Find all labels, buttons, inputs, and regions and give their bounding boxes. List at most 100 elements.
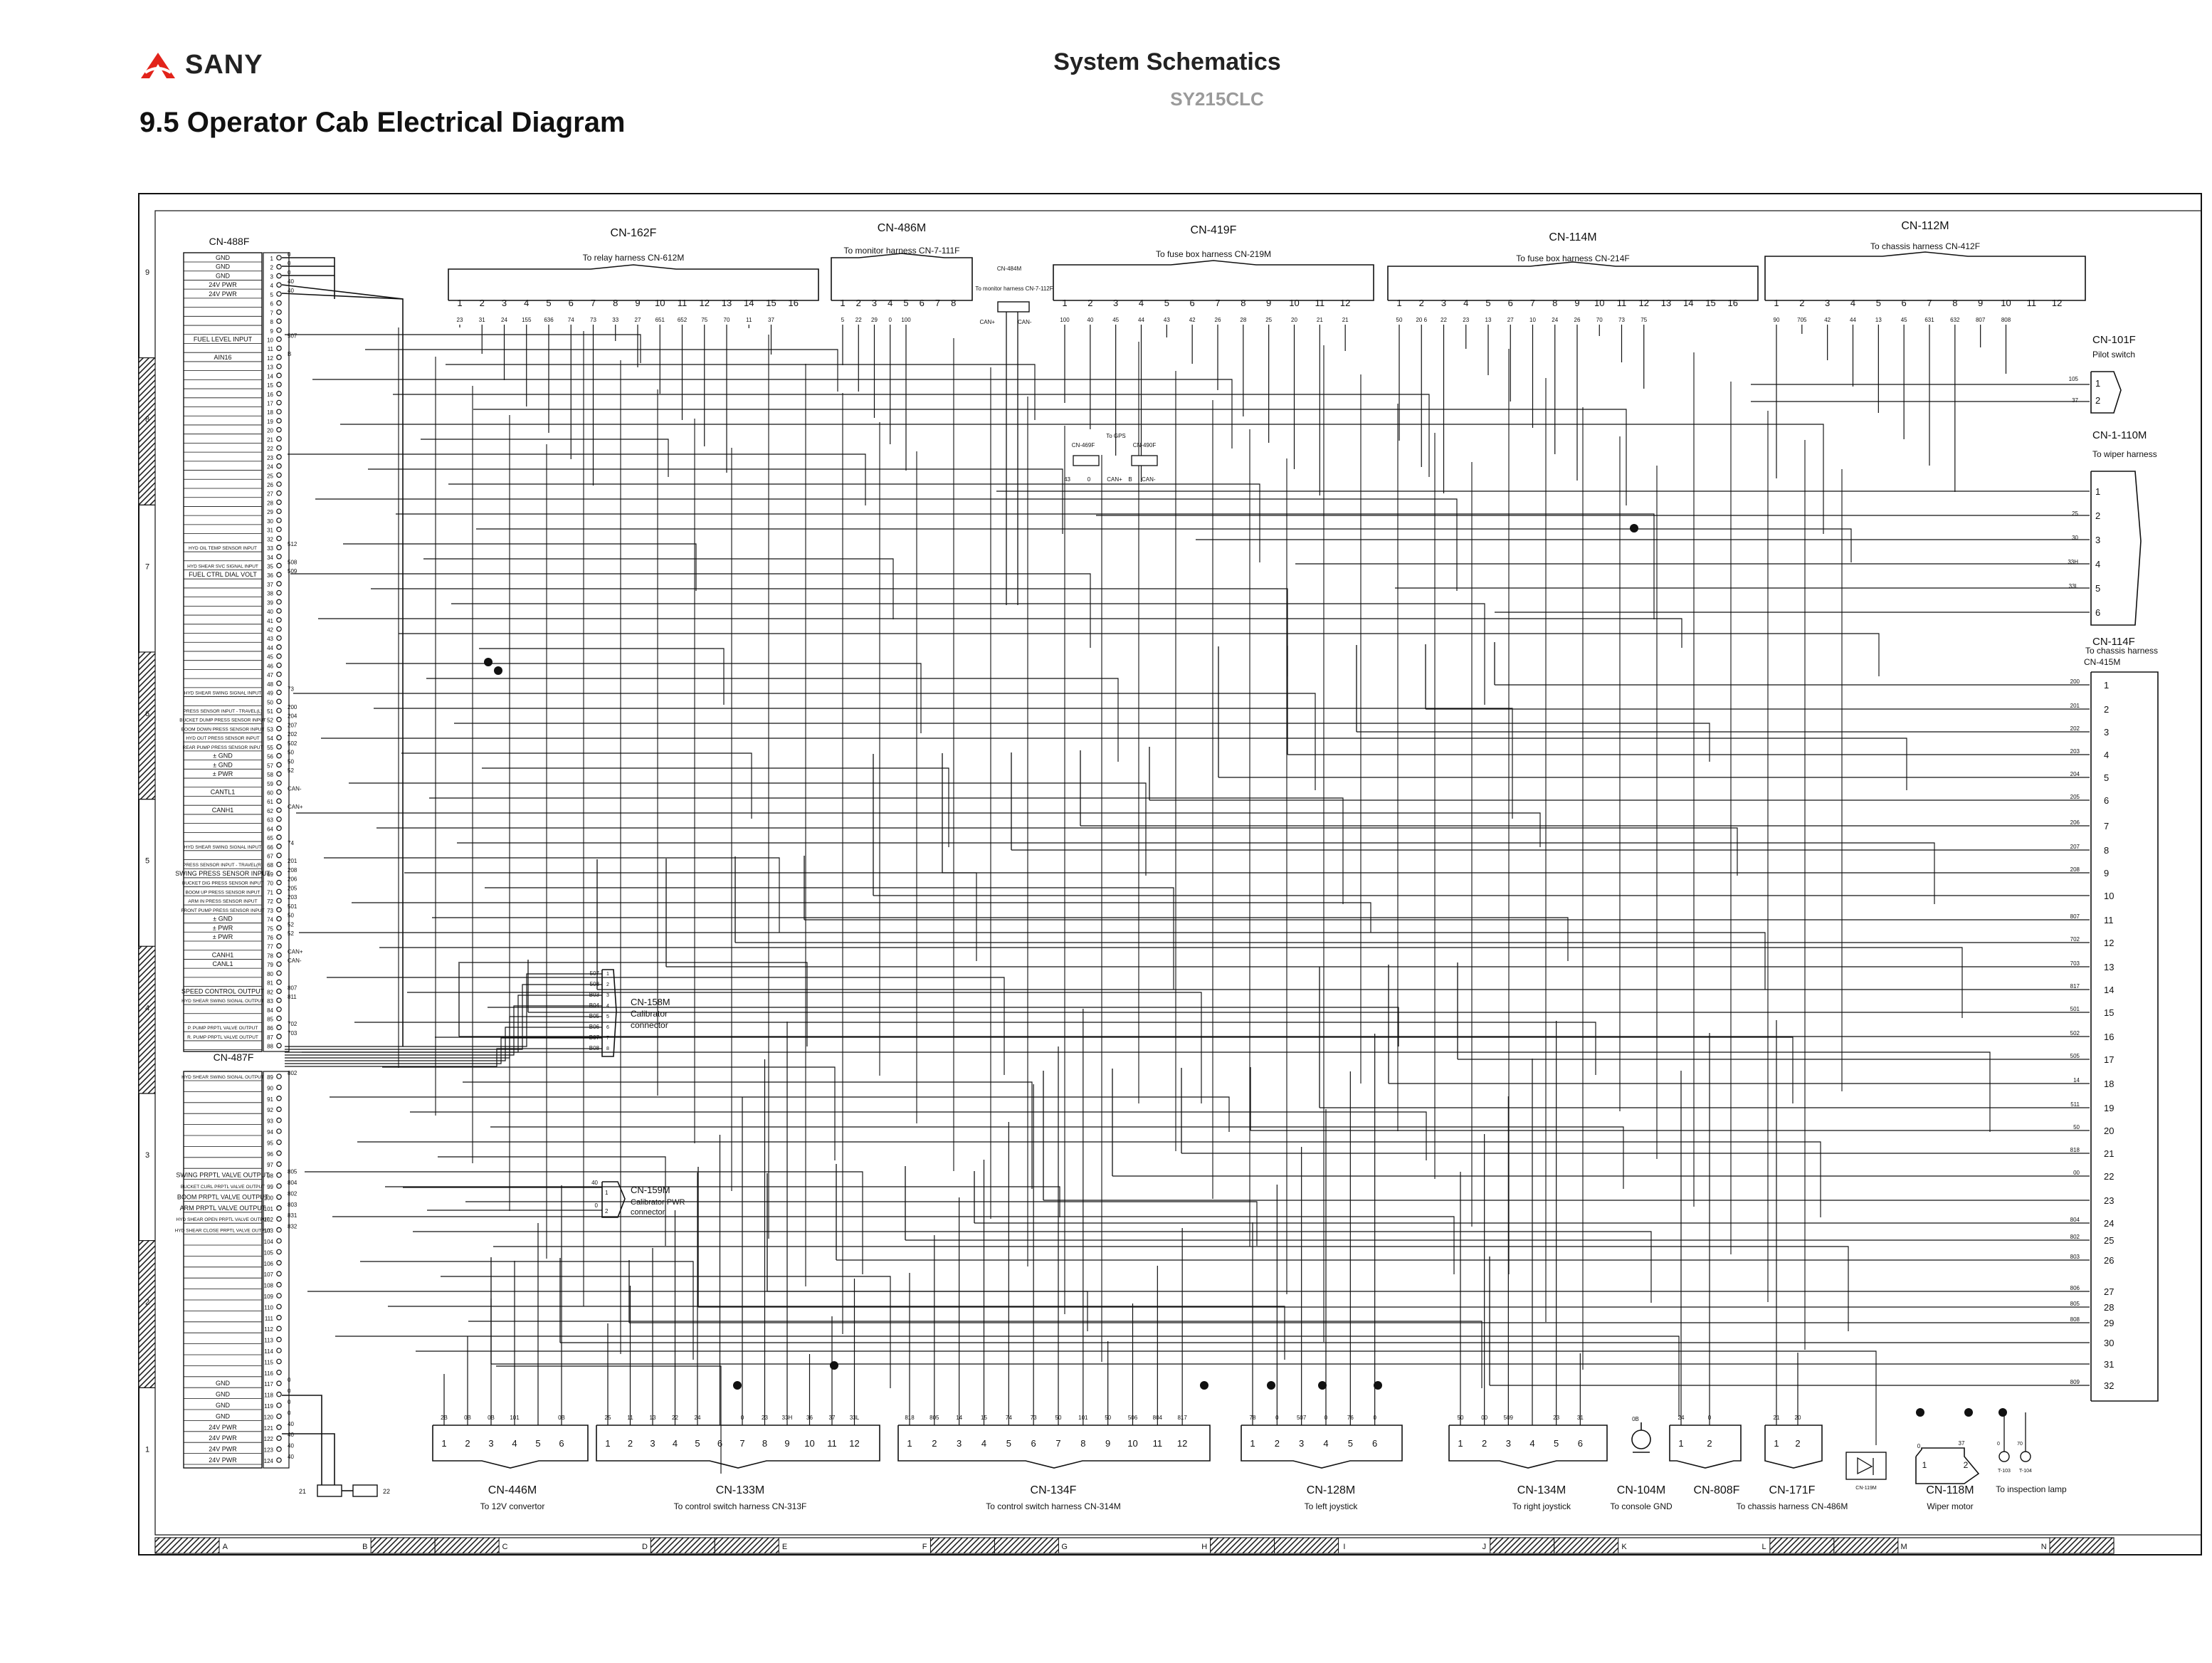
connector-pin-number: 16 (1728, 298, 1738, 308)
ecu-pin-terminal (276, 336, 282, 342)
harness-wire (318, 618, 1682, 648)
connector-wire-number: 37 (1959, 1440, 1965, 1447)
column-band-hatched (434, 1537, 500, 1554)
connector-label-cn-128m: CN-128M (1307, 1484, 1355, 1496)
connector-pin-number: 1 (2095, 486, 2100, 497)
ecu-wire-number: 703 (288, 1030, 297, 1037)
connector-label-cn114f: CN-114F (2092, 636, 2135, 648)
connector-pin-number: 9 (1105, 1438, 1110, 1449)
connector-pin-number: 10 (1289, 298, 1299, 308)
ecu-pin-number: 13 (267, 364, 273, 371)
ecu-wire-number: 40 (288, 288, 294, 294)
connector-wire-number: 20 6 (1416, 317, 1427, 323)
ecu-pin-terminal (276, 535, 282, 542)
connector-wire-number: 806 (2070, 1285, 2080, 1291)
ecu-pin-number: 84 (267, 1007, 273, 1014)
column-band-hatched (650, 1537, 715, 1554)
connector-wire-number: 33H (2068, 559, 2078, 565)
connector-desc-cn159m-cont: connector (631, 1208, 665, 1217)
connector-pin-number: 2 (1795, 1438, 1800, 1449)
connector-wire-number: CAN- (1018, 319, 1032, 325)
ecu-pin-terminal (276, 689, 282, 696)
connector-wire-number: 27 (635, 317, 641, 323)
sany-logo-icon (141, 52, 175, 78)
connector-wire-number: 74 (1006, 1415, 1012, 1421)
connector-pin-number: 8 (951, 298, 956, 308)
connector-pin-number: 5 (2104, 772, 2109, 783)
ecu-pin-terminal (276, 871, 282, 876)
ecu-signal-label: GND (216, 1412, 231, 1420)
harness-wire (360, 1261, 694, 1360)
connector-pin-number: 5 (2095, 583, 2100, 594)
connector-pin-number: 4 (1529, 1438, 1534, 1449)
connector-pin-number: 12 (2052, 298, 2062, 308)
connector-pin-number: 1 (1458, 1438, 1463, 1449)
column-band-hatched (2049, 1537, 2114, 1554)
bottom-pwr-bus (282, 1433, 335, 1485)
harness-wire (388, 1306, 1285, 1360)
connector-label-cn-486m: CN-486M (878, 222, 926, 234)
ecu-pin-number: 76 (267, 935, 273, 941)
connector-pin-number: 4 (2104, 750, 2109, 760)
connector-pin-number: 3 (2095, 535, 2100, 545)
brand-name: SANY (185, 50, 263, 80)
connector-pin-number: 8 (2104, 845, 2109, 856)
connector-pin-number: 1 (907, 1438, 912, 1449)
ecu-pin-terminal (276, 1391, 282, 1397)
connector-desc-cn101f: Pilot switch (2092, 350, 2135, 360)
connector-pin-number: 2 (2095, 395, 2100, 406)
connector-wire-number: 805 (2070, 1301, 2080, 1307)
gps-wire-number: 0 (1087, 476, 1091, 483)
connector-wire-number: 37 (2072, 397, 2078, 404)
ecu-wire-number: 805 (288, 1169, 297, 1175)
harness-wire (421, 439, 669, 477)
connector-wire-number: 501 (2070, 1006, 2080, 1012)
connector-desc-cn159m: Calibrator PWR (631, 1198, 685, 1207)
connector-desc-cn158m-cont: connector (631, 1020, 668, 1030)
ecu-pin-terminal (276, 1402, 282, 1408)
ecu-wire-number: 52 (288, 930, 294, 937)
ecu-pin-number: 69 (267, 871, 273, 878)
ecu-wire-number: 509 (288, 568, 297, 575)
connector-pin-number: 8 (613, 298, 618, 308)
connector-wire-number: 101 (1078, 1415, 1088, 1421)
ecu-pin-number: 74 (267, 917, 273, 923)
ecu-pin-terminal (276, 1096, 282, 1101)
ecu-pin-number: 53 (267, 726, 273, 733)
ecu-wire-number: 0 (288, 1388, 291, 1395)
connector-wire-number: 33 (612, 317, 618, 323)
ecu-pin-terminal (276, 879, 282, 886)
harness-wire (396, 513, 1655, 619)
harness-wire (454, 723, 1710, 762)
row-label: 6 (145, 710, 149, 718)
ecu-signal-label: R. PUMP PRPTL VALVE OUTPUT (187, 1035, 258, 1040)
connector-label-cn119m: CN-119M (1855, 1486, 1877, 1491)
ecu-pin-number: 62 (267, 808, 273, 814)
ecu-wire-number: 205 (288, 885, 297, 891)
ecu-wire-number: 206 (288, 876, 297, 883)
calibrator-pin-number: 4 (606, 1004, 609, 1009)
ecu-pin-terminal (276, 345, 282, 352)
ecu-pin-number: 121 (264, 1425, 274, 1432)
ecu-signal-label: HYD SHEAR SWING SIGNAL OUTPUT (181, 1075, 264, 1080)
ecu-pin-terminal (276, 282, 282, 288)
ecu-signal-label: REAR PUMP PRESS SENSOR INPUT (183, 745, 263, 750)
connector-pin-number: 7 (1927, 298, 1932, 308)
ground-terminal-icon (1631, 1429, 1651, 1449)
connector-pin-number: 4 (524, 298, 529, 308)
harness-wire (290, 573, 1091, 648)
harness-wire (426, 678, 1119, 762)
ecu-pin-terminal (276, 825, 282, 832)
calibrator-wire-number: B04 (589, 1002, 600, 1009)
ecu-pin-number: 124 (264, 1458, 274, 1464)
connector-wire-number: 808 (2001, 317, 2011, 323)
column-label: M (1901, 1543, 1907, 1551)
ecu-pin-number: 34 (267, 555, 273, 561)
connector-wire-number: 70 (1596, 317, 1603, 323)
harness-wire (357, 1141, 1821, 1217)
ecu-pin-number: 82 (267, 989, 273, 995)
connector-label-cn-134f: CN-134F (1031, 1484, 1077, 1496)
connector-desc-cn484m: To monitor harness CN-7-112F (975, 285, 1053, 292)
ecu-pin-terminal (276, 852, 282, 859)
